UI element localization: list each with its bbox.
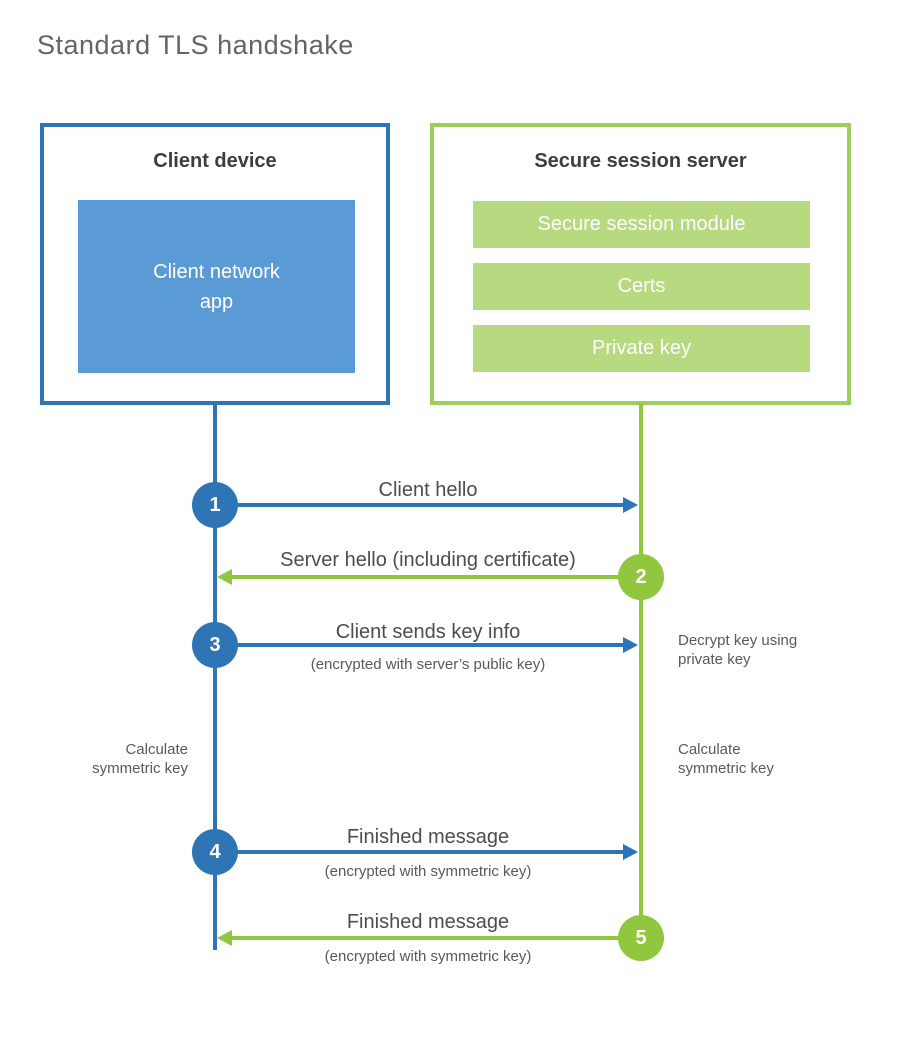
step-3-circle: 3 <box>192 622 238 668</box>
step-4-number: 4 <box>209 840 221 863</box>
diagram-title: Standard TLS handshake <box>37 30 354 60</box>
secure-session-server-box: Secure session server Secure session mod… <box>430 123 851 405</box>
note-decrypt-line1: Decrypt key using <box>678 632 798 649</box>
note-calc-right-line1: Calculate <box>678 741 741 758</box>
secure-session-server-title: Secure session server <box>534 150 747 172</box>
server-module-secure-session-module: Secure session module <box>473 201 810 248</box>
note-calc-left-line2: symmetric key <box>92 760 188 777</box>
client-app-label-line2: app <box>199 290 234 313</box>
client-network-app-box: Client network app <box>78 200 355 373</box>
client-device-title: Client device <box>153 150 277 172</box>
arrow-2-head-left-icon <box>217 569 232 585</box>
arrow-1-line <box>215 503 624 507</box>
client-device-box: Client device Client network app <box>40 123 390 405</box>
note-calc-right-line2: symmetric key <box>678 760 774 777</box>
arrow-2-line <box>231 575 641 579</box>
server-module-private-key: Private key <box>473 325 810 372</box>
arrow-4-head-right-icon <box>623 844 638 860</box>
step-2-number: 2 <box>635 565 647 588</box>
note-calculate-symmetric-key-left: Calculate symmetric key <box>56 740 188 778</box>
note-calculate-symmetric-key-right: Calculate symmetric key <box>678 740 774 778</box>
step-5-circle: 5 <box>618 915 664 961</box>
step-1-circle: 1 <box>192 482 238 528</box>
message-5-sub: (encrypted with symmetric key) <box>324 948 532 965</box>
server-module-certs: Certs <box>473 263 810 310</box>
note-calc-left-line1: Calculate <box>125 741 188 758</box>
server-lifeline <box>639 404 643 940</box>
message-1-label: Client hello <box>378 479 478 501</box>
step-1-number: 1 <box>209 493 221 516</box>
message-3-label: Client sends key info <box>335 621 521 643</box>
message-5-label: Finished message <box>346 911 510 933</box>
arrow-4-line <box>215 850 624 854</box>
step-3-number: 3 <box>209 633 221 656</box>
note-decrypt-line2: private key <box>678 651 751 668</box>
step-4-circle: 4 <box>192 829 238 875</box>
step-2-circle: 2 <box>618 554 664 600</box>
arrow-5-line <box>231 936 641 940</box>
message-4-sub: (encrypted with symmetric key) <box>324 863 532 880</box>
arrow-3-head-right-icon <box>623 637 638 653</box>
step-5-number: 5 <box>635 926 647 949</box>
arrow-3-line <box>215 643 624 647</box>
message-4-label: Finished message <box>346 826 510 848</box>
message-3-sub: (encrypted with server’s public key) <box>310 656 546 673</box>
message-2-label: Server hello (including certificate) <box>280 549 576 571</box>
arrow-5-head-left-icon <box>217 930 232 946</box>
note-decrypt-key: Decrypt key using private key <box>678 631 797 669</box>
client-lifeline <box>213 404 217 950</box>
client-app-label-line1: Client network <box>153 260 280 283</box>
arrow-1-head-right-icon <box>623 497 638 513</box>
